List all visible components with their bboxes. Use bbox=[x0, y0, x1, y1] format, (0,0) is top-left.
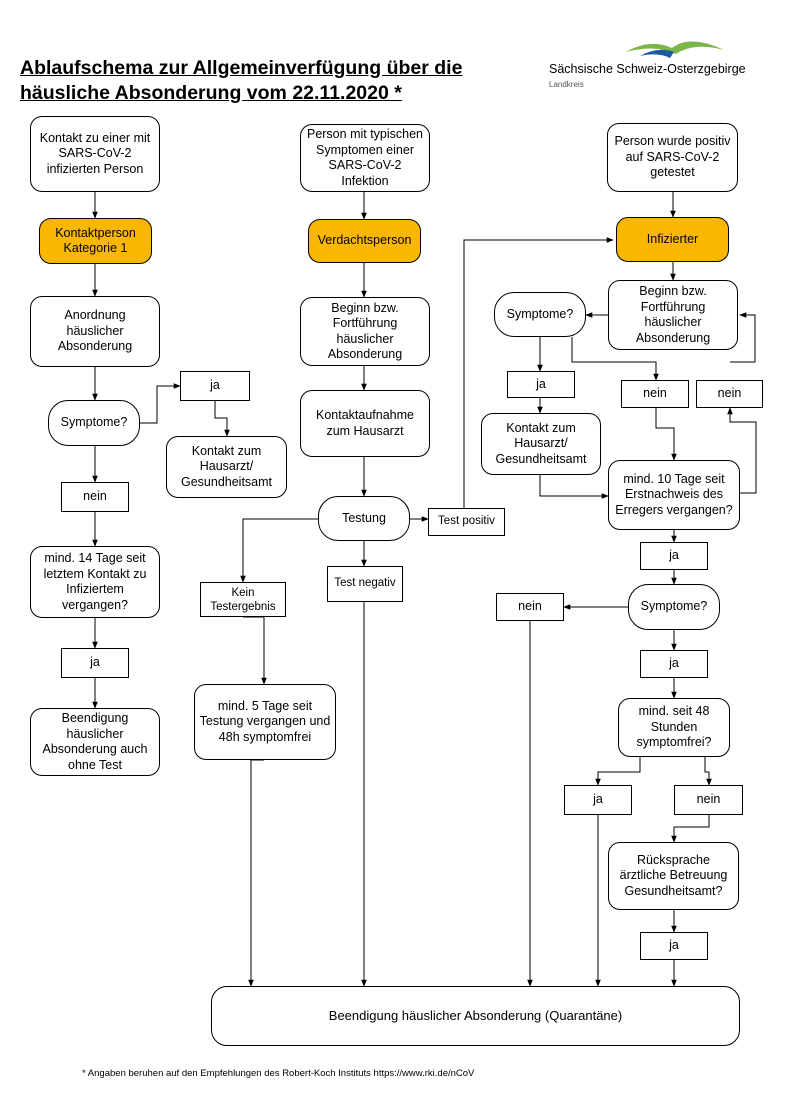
node-end-without-test: Beendigung häuslicher Absonderung auch o… bbox=[30, 708, 160, 776]
node-contact-gp: Kontaktaufnahme zum Hausarzt bbox=[300, 390, 430, 457]
node-ja-right-4: ja bbox=[564, 785, 632, 815]
node-begin-isolation-mid: Beginn bzw. Fortführung häuslicher Abson… bbox=[300, 297, 430, 366]
edge-r8 bbox=[655, 408, 677, 461]
edge-r16 bbox=[595, 757, 641, 786]
node-ja-right-5: ja bbox=[640, 932, 708, 960]
node-5-days: mind. 5 Tage seit Testung vergangen und … bbox=[194, 684, 336, 760]
node-no-test-result: Kein Testergebnis bbox=[200, 582, 286, 617]
edge-m11 bbox=[248, 759, 264, 987]
edge-r9 bbox=[727, 407, 757, 494]
node-test-negative: Test negativ bbox=[327, 566, 403, 602]
title-line-1: Ablaufschema zur Allgemeinverfügung über… bbox=[20, 57, 463, 79]
node-end-quarantine: Beendigung häuslicher Absonderung (Quara… bbox=[211, 986, 740, 1046]
footnote: * Angaben beruhen auf den Empfehlungen d… bbox=[82, 1068, 475, 1079]
node-contact-doctor-left: Kontakt zum Hausarzt/ Gesundheitsamt bbox=[166, 436, 287, 498]
node-testing: Testung bbox=[318, 496, 410, 541]
edge-r10 bbox=[730, 312, 756, 363]
edge-l5 bbox=[214, 401, 230, 437]
edge-r7 bbox=[539, 475, 609, 499]
edge-r17 bbox=[704, 757, 712, 786]
page-title: Ablaufschema zur Allgemeinverfügung über… bbox=[20, 56, 462, 106]
edge-m6 bbox=[463, 237, 614, 508]
node-14-days: mind. 14 Tage seit letztem Kontakt zu In… bbox=[30, 546, 160, 618]
edge-m9 bbox=[243, 616, 267, 685]
title-line-2: häusliche Absonderung vom 22.11.2020 * bbox=[20, 82, 402, 104]
node-typical-symptoms: Person mit typischen Symptomen einer SAR… bbox=[300, 124, 430, 192]
edge-r5 bbox=[571, 337, 659, 381]
node-tested-positive: Person wurde positiv auf SARS-CoV-2 gete… bbox=[607, 123, 738, 192]
node-ja-left-2: ja bbox=[61, 648, 129, 678]
node-contact-infected: Kontakt zu einer mit SARS-CoV-2 infizier… bbox=[30, 116, 160, 192]
node-nein-right-4: nein bbox=[674, 785, 743, 815]
node-ja-right-1: ja bbox=[507, 371, 575, 398]
node-symptoms-right-1: Symptome? bbox=[494, 292, 586, 337]
logo-subtitle: Landkreis bbox=[549, 80, 584, 89]
node-contact-doctor-right: Kontakt zum Hausarzt/ Gesundheitsamt bbox=[481, 413, 601, 475]
node-suspected-person: Verdachtsperson bbox=[308, 219, 421, 263]
node-ja-right-2: ja bbox=[640, 542, 708, 570]
edge-r18 bbox=[671, 815, 710, 843]
logo-name: Sächsische Schweiz-Osterzgebirge bbox=[549, 62, 746, 76]
node-ja-left-1: ja bbox=[180, 371, 250, 401]
node-48h-symptom-free: mind. seit 48 Stunden symptomfrei? bbox=[618, 698, 730, 757]
node-nein-left: nein bbox=[61, 482, 129, 512]
node-nein-right-2: nein bbox=[696, 380, 763, 408]
node-consultation: Rücksprache ärztliche Betreuung Gesundhe… bbox=[608, 842, 739, 910]
node-order-isolation: Anordnung häuslicher Absonderung bbox=[30, 296, 160, 367]
node-nein-right-1: nein bbox=[621, 380, 689, 408]
node-10-days: mind. 10 Tage seit Erstnachweis des Erre… bbox=[608, 460, 740, 530]
node-ja-right-3: ja bbox=[640, 650, 708, 678]
node-symptoms-left: Symptome? bbox=[48, 400, 140, 446]
node-nein-right-3: nein bbox=[496, 593, 564, 621]
landkreis-logo-icon bbox=[626, 41, 724, 58]
edge-m8 bbox=[240, 518, 318, 583]
node-symptoms-right-2: Symptome? bbox=[628, 584, 720, 630]
node-infected: Infizierter bbox=[616, 217, 729, 262]
node-test-positive: Test positiv bbox=[428, 508, 505, 536]
node-contact-category-1: Kontaktperson Kategorie 1 bbox=[39, 218, 152, 264]
edge-l4 bbox=[140, 383, 181, 424]
node-begin-isolation-right: Beginn bzw. Fortführung häuslicher Abson… bbox=[608, 280, 738, 350]
